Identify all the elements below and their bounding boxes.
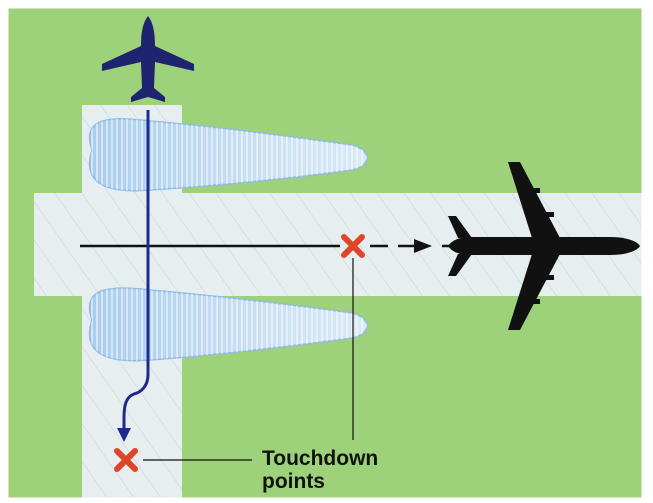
caption-strip xyxy=(0,0,653,8)
touchdown-label-line2: points xyxy=(262,470,325,493)
touchdown-label-line1: Touchdown xyxy=(262,447,378,470)
